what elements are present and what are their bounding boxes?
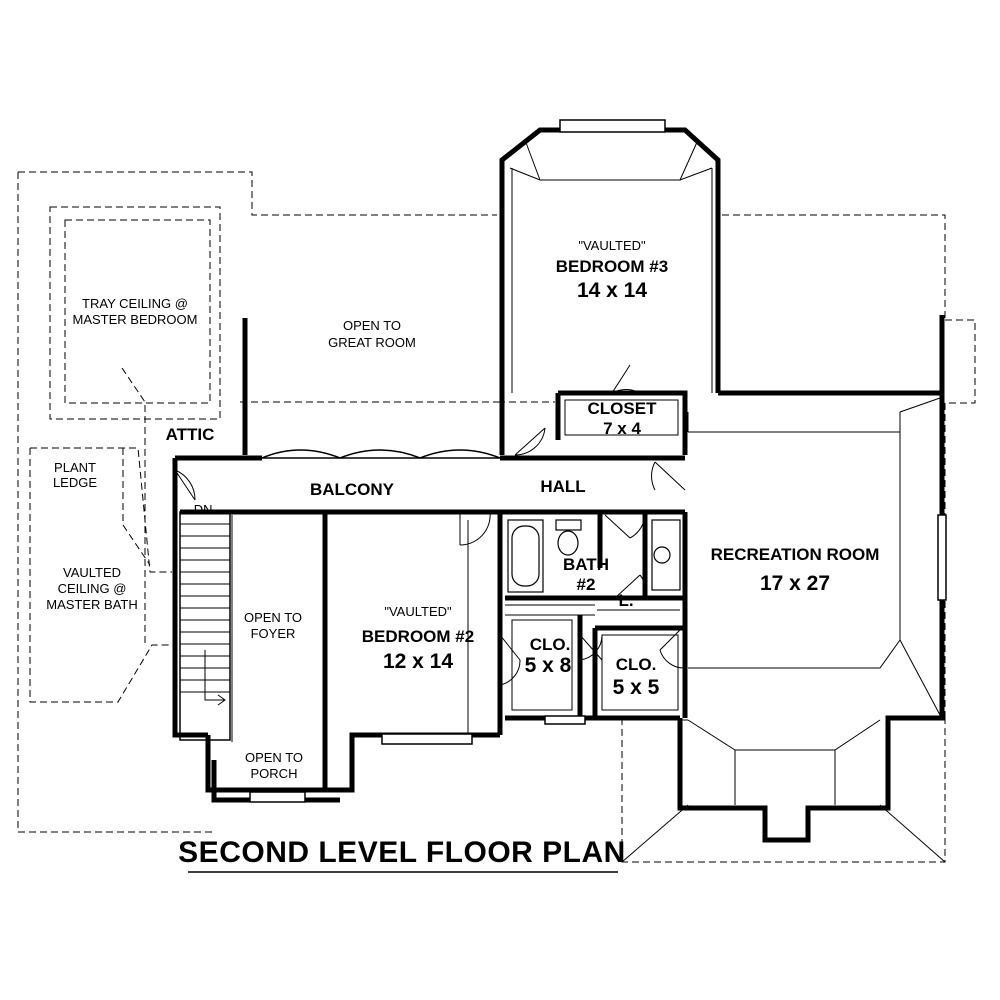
- bedroom3-note: "VAULTED": [578, 238, 646, 253]
- clo1-name: CLO.: [530, 635, 571, 654]
- clo2-name: CLO.: [616, 655, 657, 674]
- closet-shelves: [511, 399, 679, 711]
- clo2-size: 5 x 5: [613, 676, 660, 699]
- windows: [249, 119, 947, 803]
- plan-title: SECOND LEVEL FLOOR PLAN: [178, 836, 626, 869]
- linen-label: L.: [618, 591, 633, 610]
- open-porch-label-1: OPEN TO: [245, 750, 303, 765]
- staircase: [179, 511, 231, 741]
- tray-ceiling-label-1: TRAY CEILING @: [82, 296, 188, 311]
- plant-ledge-label-2: LEDGE: [53, 475, 97, 490]
- open-foyer-label-2: FOYER: [251, 626, 296, 641]
- clo1-size: 5 x 8: [525, 654, 572, 677]
- balcony-label: BALCONY: [310, 480, 395, 499]
- closet-size: 7 x 4: [603, 419, 641, 438]
- bedroom2-size: 12 x 14: [383, 650, 453, 673]
- roof-outline-dashed: [17, 171, 976, 863]
- bedroom2-note: "VAULTED": [384, 604, 452, 619]
- balcony-railing: [261, 449, 501, 459]
- walls: [172, 127, 945, 843]
- open-foyer-label-1: OPEN TO: [244, 610, 302, 625]
- open-great-room-label-1: OPEN TO: [343, 318, 401, 333]
- open-great-room-label-2: GREAT ROOM: [328, 335, 416, 350]
- bedroom3-name: BEDROOM #3: [556, 257, 668, 276]
- closet-name: CLOSET: [588, 399, 658, 418]
- master-bath-label-3: MASTER BATH: [46, 597, 138, 612]
- bath-fixtures: [507, 519, 681, 593]
- stair-down-label: DN.: [194, 502, 216, 517]
- plant-ledge-label-1: PLANT: [54, 460, 96, 475]
- hall-label: HALL: [540, 477, 585, 496]
- attic-label: ATTIC: [166, 425, 215, 444]
- bath2-number: #2: [577, 575, 596, 594]
- bedroom3-size: 14 x 14: [577, 279, 647, 302]
- master-bath-label-1: VAULTED: [63, 565, 121, 580]
- tray-ceiling-label-2: MASTER BEDROOM: [73, 312, 198, 327]
- master-bath-label-2: CEILING @: [58, 581, 127, 596]
- recreation-room-name: RECREATION ROOM: [711, 545, 880, 564]
- bath2-name: BATH: [563, 555, 609, 574]
- door-swings: [174, 364, 686, 686]
- recreation-room-size: 17 x 27: [760, 572, 830, 595]
- open-porch-label-2: PORCH: [251, 766, 298, 781]
- bedroom2-name: BEDROOM #2: [362, 627, 474, 646]
